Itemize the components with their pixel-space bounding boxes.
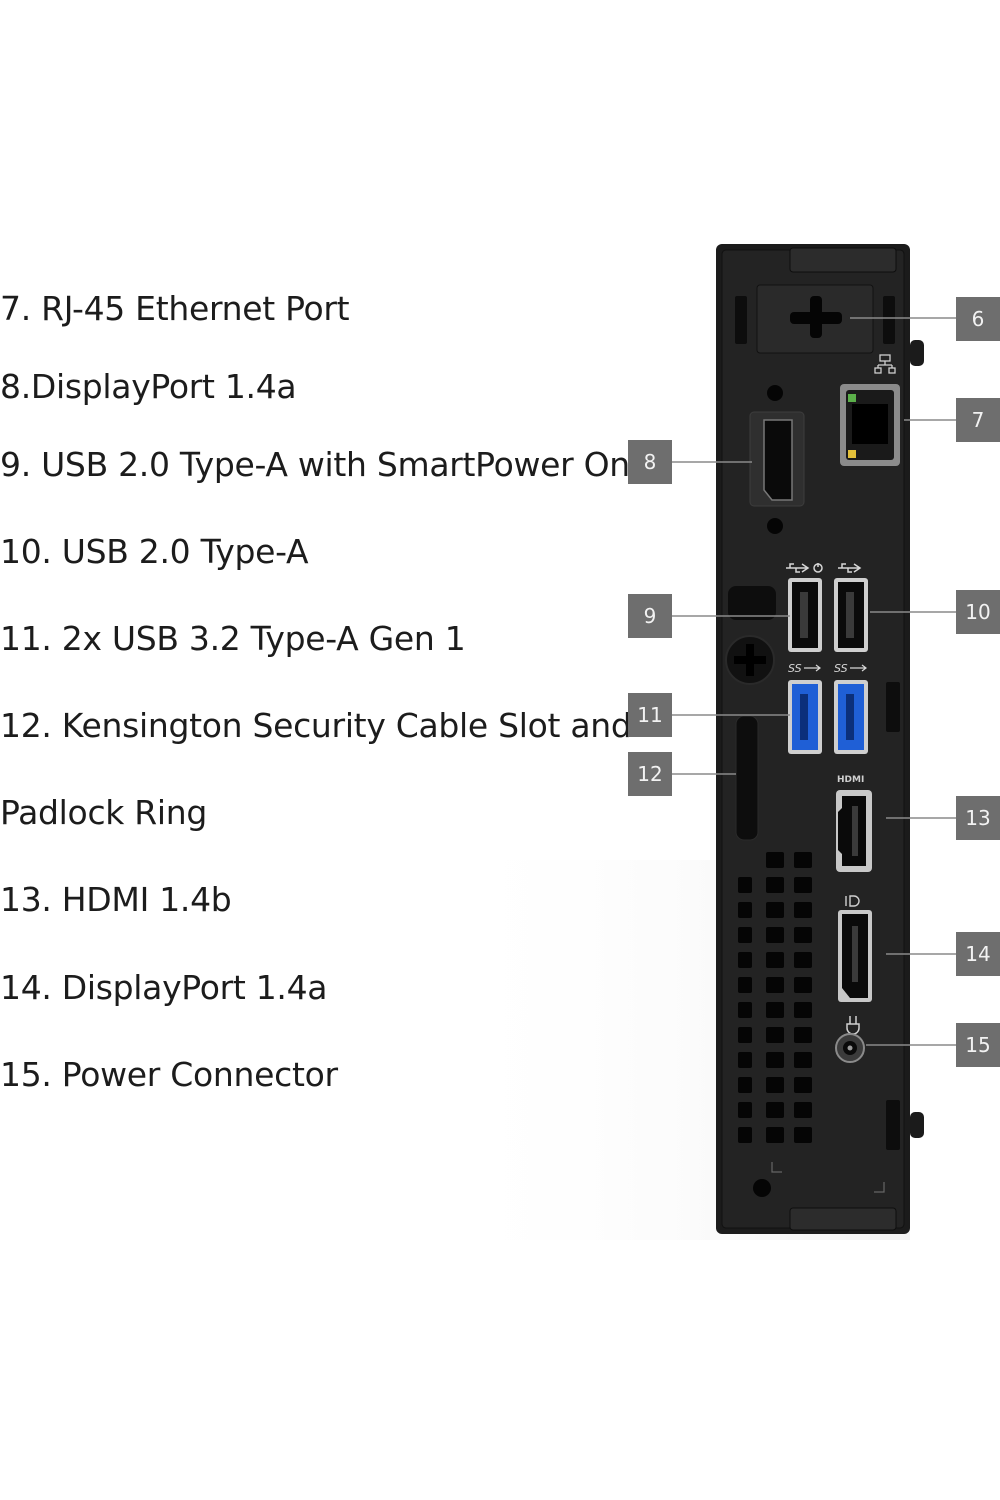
callout-11: 11 — [628, 693, 672, 737]
rj45-port — [840, 384, 900, 466]
expansion-cover — [756, 284, 874, 354]
displayport-8 — [749, 411, 805, 507]
callout-9: 9 — [628, 594, 672, 638]
usb3-arrow-icon — [804, 664, 867, 672]
vent-slot — [738, 952, 752, 968]
vent-slot — [766, 1027, 784, 1043]
kensington-lock — [725, 586, 776, 841]
label-usb-smartpower: 9. USB 2.0 Type-A with SmartPower On — [0, 445, 630, 484]
vent-slot — [794, 877, 812, 893]
label-displayport-8: 8.DisplayPort 1.4a — [0, 367, 297, 406]
vent-slot — [794, 977, 812, 993]
vent-slot — [766, 952, 784, 968]
vent-slot — [738, 1027, 752, 1043]
usb-icon — [786, 563, 862, 573]
callout-15: 15 — [956, 1023, 1000, 1067]
callout-10: 10 — [956, 590, 1000, 634]
label-hdmi: 13. HDMI 1.4b — [0, 880, 232, 919]
vent-slot — [794, 1102, 812, 1118]
vent-slot — [794, 1127, 812, 1143]
vent-slot — [766, 977, 784, 993]
callout-14: 14 — [956, 932, 1000, 976]
callout-8: 8 — [628, 440, 672, 484]
vent-slot — [794, 1002, 812, 1018]
callout-13: 13 — [956, 796, 1000, 840]
vent-slot — [794, 927, 812, 943]
vent-slot — [794, 952, 812, 968]
leader-lines — [672, 317, 956, 1046]
label-usb32: 11. 2x USB 3.2 Type-A Gen 1 — [0, 619, 466, 658]
callout-7: 7 — [956, 398, 1000, 442]
vent-slot — [766, 1052, 784, 1068]
vent-slot — [794, 1052, 812, 1068]
screw-hole — [767, 385, 783, 401]
screw-hole — [767, 518, 783, 534]
label-displayport-14: 14. DisplayPort 1.4a — [0, 968, 328, 1007]
dp-icon — [845, 895, 860, 907]
callout-12: 12 — [628, 752, 672, 796]
corner-mark — [874, 1182, 885, 1193]
vent-grid — [738, 852, 812, 1143]
vent-slot — [766, 1102, 784, 1118]
vent-slot — [794, 1027, 812, 1043]
vent-slot — [766, 1002, 784, 1018]
label-padlock: Padlock Ring — [0, 793, 208, 832]
vent-slot — [794, 1077, 812, 1093]
vent-slot — [738, 1102, 752, 1118]
side-slot — [886, 1100, 900, 1150]
label-rj45: 7. RJ-45 Ethernet Port — [0, 289, 350, 328]
vent-slot — [738, 1052, 752, 1068]
vent-slot — [766, 1127, 784, 1143]
vent-slot — [766, 1077, 784, 1093]
vent-slot — [794, 852, 812, 868]
usb20-ports — [788, 578, 868, 652]
vent-slot — [738, 877, 752, 893]
screw-hole — [753, 1179, 771, 1197]
usb32-ports — [788, 680, 868, 754]
power-connector — [835, 1033, 865, 1063]
label-power: 15. Power Connector — [0, 1055, 338, 1094]
usb3-mark: SS — [834, 662, 848, 675]
vent-slot — [766, 852, 784, 868]
hdmi-port — [836, 790, 872, 872]
hdmi-mark: HDMI — [837, 775, 864, 785]
label-usb20: 10. USB 2.0 Type-A — [0, 532, 309, 571]
callout-6: 6 — [956, 297, 1000, 341]
vent-slot — [766, 877, 784, 893]
displayport-14 — [838, 910, 872, 1002]
power-plug-icon — [846, 1016, 860, 1038]
vent-slot — [738, 927, 752, 943]
vent-slot — [794, 902, 812, 918]
top-vents — [735, 296, 895, 344]
vent-slot — [766, 902, 784, 918]
vent-slot — [766, 927, 784, 943]
corner-mark — [771, 1162, 782, 1173]
vent-slot — [738, 977, 752, 993]
vent-slot — [738, 1077, 752, 1093]
vent-slot — [738, 1002, 752, 1018]
network-icon — [874, 354, 896, 374]
usb3-mark: SS — [788, 662, 802, 675]
vent-slot — [738, 902, 752, 918]
vent-slot — [738, 1127, 752, 1143]
label-kensington: 12. Kensington Security Cable Slot and — [0, 706, 632, 745]
side-slot — [886, 682, 900, 732]
